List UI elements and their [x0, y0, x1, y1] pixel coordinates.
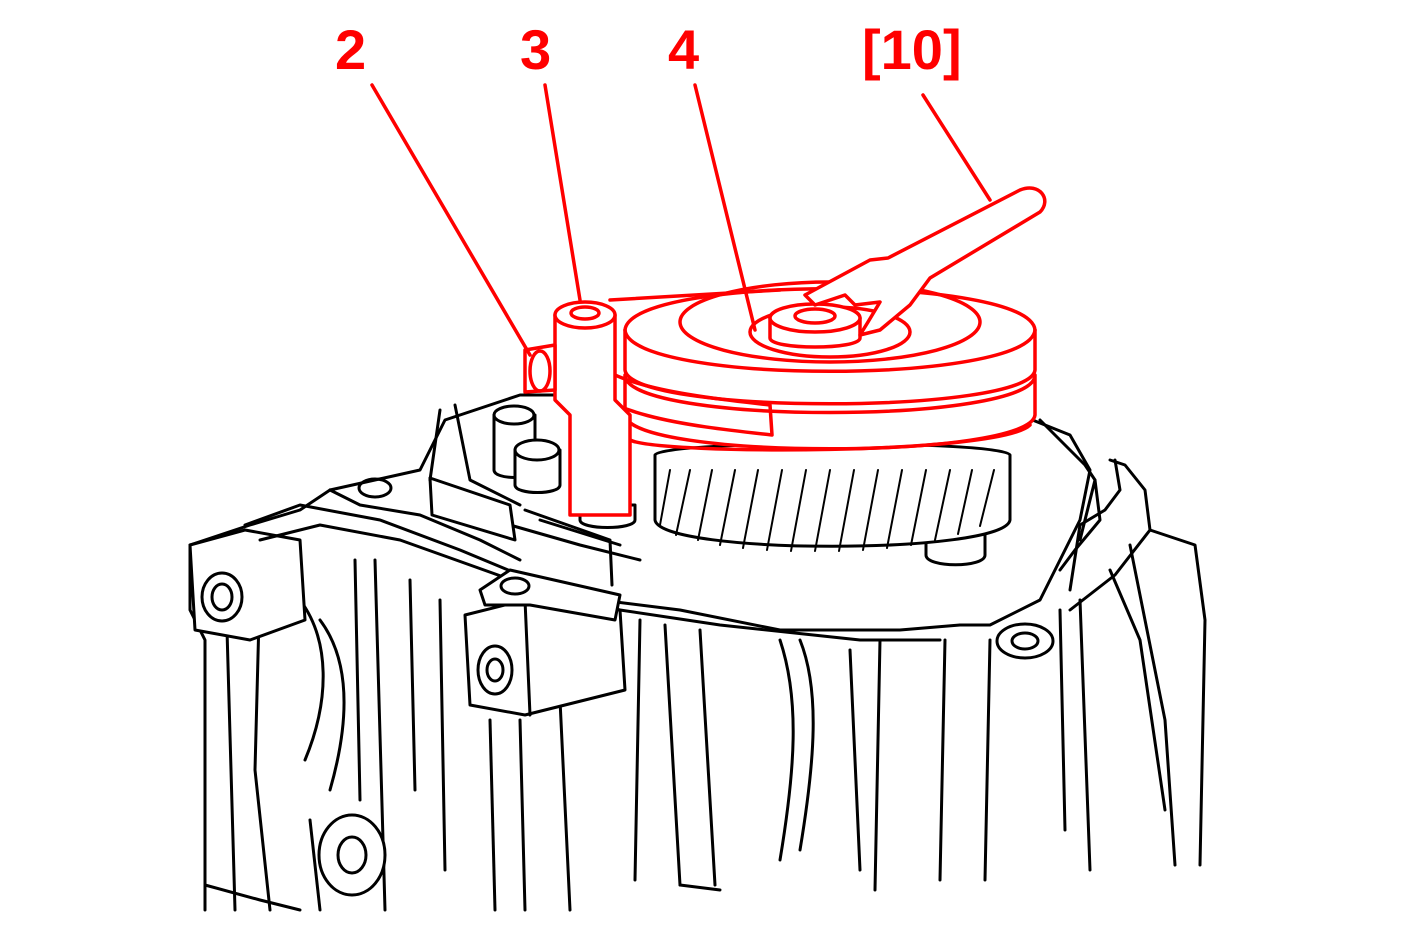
callout-label-4: 4	[668, 18, 700, 81]
tool-10-spanner	[803, 186, 1047, 337]
callout-label-2: 2	[335, 18, 367, 81]
callout-label-3: 3	[520, 18, 552, 81]
helical-gear	[653, 442, 1012, 552]
part-2-bolt	[523, 343, 557, 394]
transmission-housing	[188, 393, 1207, 912]
leader-lines	[370, 83, 992, 357]
part-3-bracket	[553, 288, 782, 517]
callout-label-10: [10]	[862, 18, 962, 81]
